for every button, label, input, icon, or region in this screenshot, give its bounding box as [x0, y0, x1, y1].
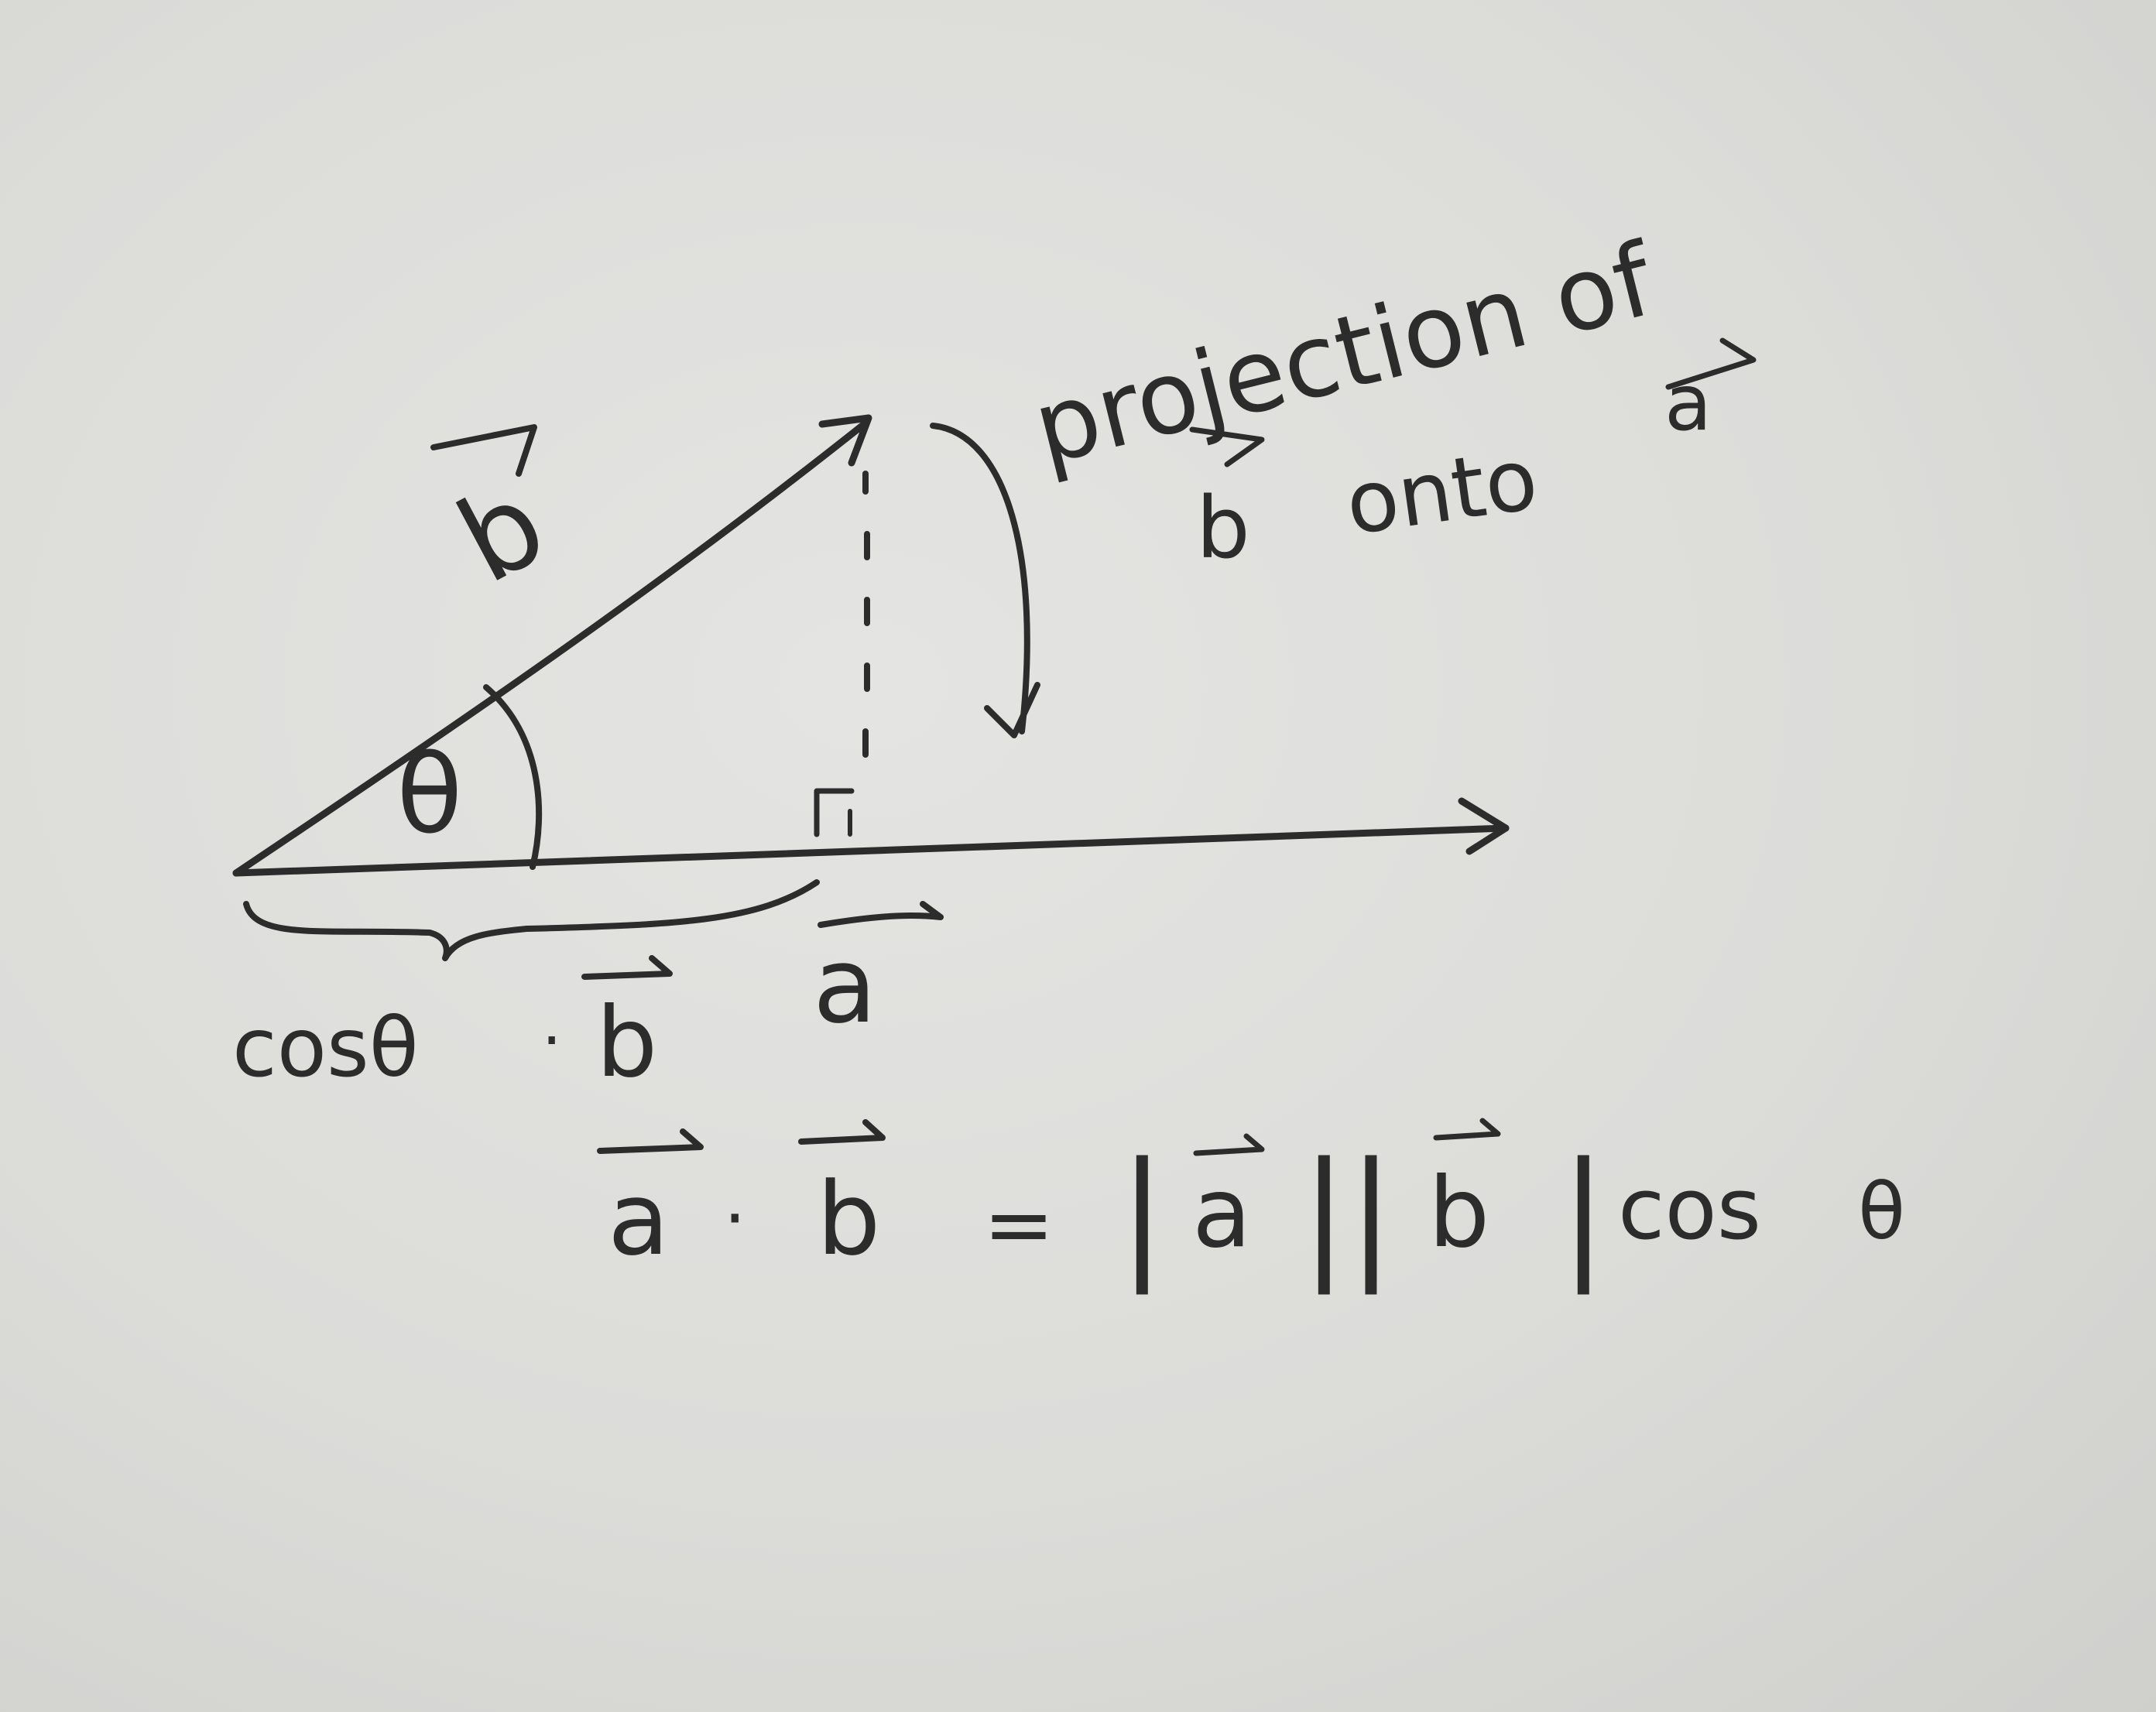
formula-rhs-a-arrow	[1193, 1133, 1265, 1156]
formula-cos: cos	[1618, 1159, 1761, 1258]
brace-label-b-arrow	[581, 955, 673, 980]
brace-label-b: b	[596, 987, 657, 1099]
brace-label-dot: ·	[542, 1005, 561, 1077]
formula-equals: =	[983, 1175, 1054, 1274]
formula-lhs-a-arrow	[597, 1128, 704, 1154]
formula-lhs-b: b	[817, 1160, 881, 1278]
formula-bar1: |	[1119, 1133, 1166, 1295]
right-angle-mark	[814, 788, 855, 837]
projection-a-arrow	[1665, 337, 1757, 390]
label-b: b	[437, 457, 566, 610]
vector-a-line	[232, 824, 1510, 877]
projection-curved-arrow	[930, 423, 1030, 734]
formula-rhs-b: b	[1428, 1157, 1489, 1269]
projection-arrowhead	[984, 682, 1040, 738]
formula-theta: θ	[1858, 1166, 1905, 1257]
label-a: a	[813, 925, 877, 1046]
projection-label-line1: projection of	[1023, 220, 1667, 488]
projection-label-onto: onto	[1340, 430, 1544, 554]
label-b-vector-arrow	[430, 424, 537, 477]
projection-brace	[243, 879, 820, 961]
formula-lhs-a: a	[608, 1160, 670, 1278]
formula-bar2: ||	[1301, 1133, 1394, 1295]
projection-b-arrow	[1189, 426, 1265, 467]
formula-dot: ·	[724, 1178, 746, 1259]
label-a-vector-arrow	[817, 901, 944, 928]
vector-b-line	[232, 418, 871, 877]
brace-label-cos: cosθ	[232, 1001, 419, 1095]
angle-arc	[483, 684, 543, 870]
label-theta: θ	[396, 732, 463, 858]
formula-bar3: |	[1560, 1133, 1607, 1295]
vector-b-arrowhead	[818, 414, 872, 467]
formula-rhs-a: a	[1192, 1157, 1252, 1269]
vector-a-arrowhead	[1458, 797, 1510, 855]
formula-rhs-b-arrow	[1433, 1118, 1501, 1141]
projection-label-a: a	[1664, 358, 1712, 448]
perpendicular-dashed-line	[862, 471, 870, 758]
projection-label-b: b	[1196, 478, 1250, 577]
formula-lhs-b-arrow	[798, 1119, 886, 1145]
